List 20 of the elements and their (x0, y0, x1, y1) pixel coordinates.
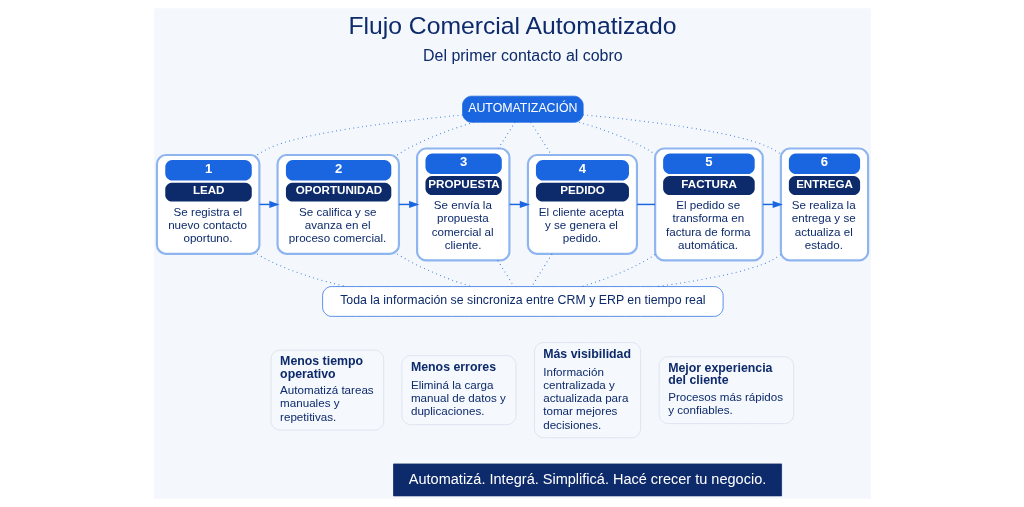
label: Del primer contacto al cobro (422, 46, 623, 64)
connector (656, 254, 781, 288)
label: Automatizá. Integrá. Simplificá. Hacé crecer tu negocio. (408, 470, 766, 487)
connector (496, 259, 514, 287)
connector (581, 253, 656, 288)
node-box: 5 FACTURA El pedido se transforma en factura de forma automática. (653, 147, 764, 262)
connector (396, 253, 472, 288)
node-box: AUTOMATIZACIÓN (461, 95, 584, 123)
node-box: 2 OPORTUNIDAD Se califica y se avanza en el proceso comercial. (275, 153, 400, 255)
connector (582, 114, 781, 155)
node-box: 3 PROPUESTA Se envía la propuesta comercial al cliente. (415, 147, 510, 262)
node-box: 4 PEDIDO El cliente acepta y se genera el pedido. (526, 153, 638, 255)
node-box: Toda la información se sincroniza entre CRM y ERP en tiempo real (321, 286, 723, 317)
diagram-title: Flujo Comercial Automatizado (347, 11, 677, 39)
connector (529, 121, 552, 156)
connector (497, 121, 515, 149)
node-box: 1 LEAD Se registra el nuevo contacto oportuno. (155, 153, 260, 255)
connector (530, 253, 552, 287)
connector (578, 121, 655, 155)
node-box: 6 ENTREGA Se realiza la entrega y se actualiza el estado. (779, 147, 869, 262)
